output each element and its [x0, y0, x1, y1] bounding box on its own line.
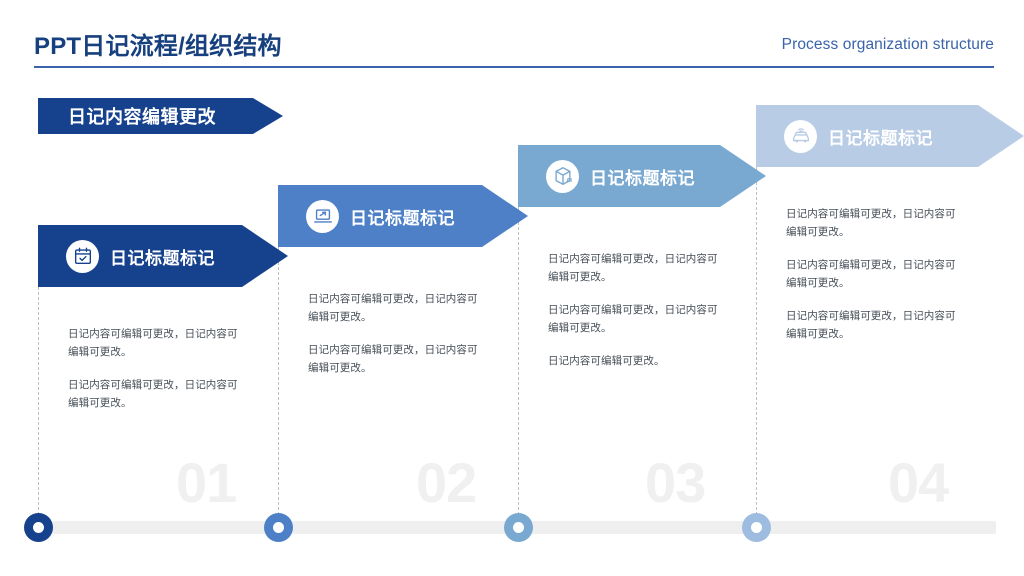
step-body-03: 日记内容可编辑可更改，日记内容可编辑可更改。 日记内容可编辑可更改，日记内容可编… [548, 250, 720, 370]
laptop-icon [306, 200, 339, 233]
step-paragraph: 日记内容可编辑可更改，日记内容可编辑可更改。 [308, 343, 478, 375]
section-ribbon-label: 日记内容编辑更改 [68, 107, 216, 127]
step-paragraph: 日记内容可编辑可更改，日记内容可编辑可更改。 [786, 309, 956, 340]
step-divider-1 [38, 282, 39, 520]
step-paragraph: 日记内容可编辑可更改，日记内容可编辑可更改。 [308, 293, 478, 324]
step-paragraph: 日记内容可编辑可更改，日记内容可编辑可更改。 [548, 253, 718, 284]
step-title-04: 日记标题标记 [828, 128, 933, 148]
step-divider-3 [518, 202, 519, 520]
page-title: PPT日记流程/组织结构 [34, 33, 282, 60]
step-body-01: 日记内容可编辑可更改，日记内容可编辑可更改。 日记内容可编辑可更改，日记内容可编… [68, 325, 240, 413]
step-title-02: 日记标题标记 [350, 208, 455, 228]
step-paragraph: 日记内容可编辑可更改，日记内容可编辑可更改。 [68, 328, 238, 359]
step-title-03: 日记标题标记 [590, 168, 695, 188]
step-arrow-01: 日记标题标记 [38, 225, 288, 287]
step-paragraph: 日记内容可编辑可更改，日记内容可编辑可更改。 [548, 303, 718, 335]
timeline-dot-04[interactable] [742, 513, 771, 542]
smart-car-icon [784, 120, 817, 153]
step-body-02: 日记内容可编辑可更改，日记内容可编辑可更改。 日记内容可编辑可更改，日记内容可编… [308, 290, 480, 378]
timeline-dot-02[interactable] [264, 513, 293, 542]
step-paragraph: 日记内容可编辑可更改，日记内容可编辑可更改。 [68, 378, 238, 410]
timeline-dot-01[interactable] [24, 513, 53, 542]
page-subtitle: Process organization structure [781, 36, 994, 53]
ai-cube-icon: AI [546, 160, 579, 193]
header-divider [34, 66, 994, 68]
step-watermark-number: 04 [888, 451, 949, 514]
step-divider-4 [756, 162, 757, 520]
step-arrow-03: AI 日记标题标记 [518, 145, 766, 207]
step-watermark-number: 02 [416, 451, 477, 514]
step-arrow-02: 日记标题标记 [278, 185, 528, 247]
step-paragraph: 日记内容可编辑可更改，日记内容可编辑可更改。 [786, 258, 956, 290]
step-paragraph: 日记内容可编辑可更改，日记内容可编辑可更改。 [786, 208, 956, 239]
step-body-04: 日记内容可编辑可更改，日记内容可编辑可更改。 日记内容可编辑可更改，日记内容可编… [786, 205, 958, 343]
step-arrow-04: 日记标题标记 [756, 105, 1024, 167]
step-divider-2 [278, 242, 279, 520]
svg-text:AI: AI [566, 178, 572, 184]
timeline-dot-03[interactable] [504, 513, 533, 542]
step-paragraph: 日记内容可编辑可更改。 [548, 354, 665, 367]
section-ribbon: 日记内容编辑更改 [38, 98, 283, 134]
step-watermark-number: 03 [645, 451, 706, 514]
step-watermark-number: 01 [176, 451, 237, 514]
calendar-check-icon [66, 240, 99, 273]
step-title-01: 日记标题标记 [110, 248, 215, 268]
